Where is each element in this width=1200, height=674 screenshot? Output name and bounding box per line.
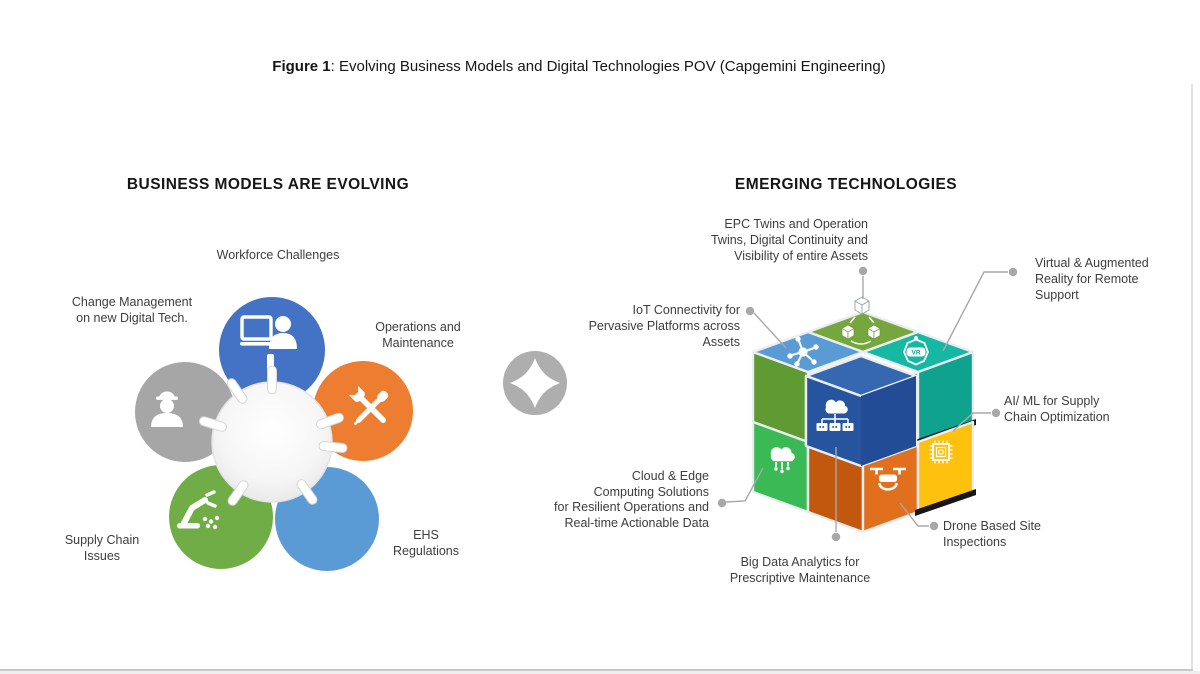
leader-epc — [858, 266, 868, 299]
figure-caption: Figure 1: Evolving Business Models and D… — [0, 58, 1158, 75]
floating-cube-icon — [854, 296, 870, 315]
cube-shadow-edge-bottom — [915, 489, 976, 516]
label-iot-connectivity: IoT Connectivity for Pervasive Platforms… — [588, 303, 740, 349]
flower-hub — [211, 381, 333, 503]
robot-arm-icon — [177, 490, 220, 530]
petal-operations — [313, 361, 413, 461]
label-operations-maintenance: Operations and Maintenance — [375, 320, 461, 350]
cloud-edge-icon — [770, 447, 795, 474]
hub-connector-tabs — [198, 365, 348, 506]
vr-goggles-label: VR — [911, 350, 920, 357]
figure-caption-text: : Evolving Business Models and Digital T… — [330, 58, 886, 75]
right-section-title: EMERGING TECHNOLOGIES — [734, 176, 958, 193]
label-change-management: Change Management on new Digital Tech. — [71, 295, 193, 325]
network-molecule-icon — [787, 336, 819, 367]
petal-workforce — [219, 297, 325, 403]
vr-headset-icon: VR — [903, 336, 929, 366]
label-ehs-regulations: EHS Regulations — [392, 528, 460, 558]
business-models-flower — [135, 297, 413, 571]
label-workforce-challenges: Workforce Challenges — [216, 248, 340, 262]
figure-right-border — [1191, 84, 1193, 671]
linked-cubes-icon — [841, 296, 881, 345]
label-supply-chain-issues: Supply Chain Issues — [64, 533, 140, 563]
transition-connector — [503, 351, 567, 415]
label-drone-inspections: Drone Based Site Inspections — [943, 519, 1041, 549]
cloud-network-icon — [816, 399, 854, 431]
petal-change-management — [135, 362, 235, 462]
label-cloud-edge: Cloud & Edge Computing Solutions for Res… — [554, 469, 709, 530]
leader-cloud — [717, 467, 764, 508]
figure-bottom-border — [0, 669, 1193, 671]
leader-vr — [942, 267, 1018, 352]
leader-drone — [899, 502, 939, 531]
leader-lines — [717, 266, 1018, 542]
left-section-title: BUSINESS MODELS ARE EVOLVING — [126, 176, 410, 193]
leader-aiml — [952, 408, 1001, 432]
emerging-tech-cube: VR — [751, 296, 976, 534]
four-point-star-icon — [510, 358, 560, 408]
page-bottom-strip — [0, 671, 1200, 674]
chip-icon — [929, 440, 953, 464]
label-big-data-analytics: Big Data Analytics for Prescriptive Main… — [729, 555, 871, 585]
crossed-tools-icon — [348, 385, 389, 426]
label-virtual-augmented-reality: Virtual & Augmented Reality for Remote S… — [1035, 256, 1149, 302]
leader-iot — [745, 306, 787, 349]
drone-icon — [870, 467, 906, 491]
label-ai-ml: AI/ ML for Supply Chain Optimization — [1004, 394, 1110, 424]
label-epc-twins: EPC Twins and Operation Twins, Digital C… — [710, 217, 868, 263]
leader-bigdata — [831, 447, 841, 542]
big-data-cube-right-shade — [861, 376, 916, 466]
figure-caption-prefix: Figure 1 — [272, 58, 331, 75]
person-at-computer-icon — [240, 315, 297, 376]
worker-icon — [151, 391, 183, 427]
